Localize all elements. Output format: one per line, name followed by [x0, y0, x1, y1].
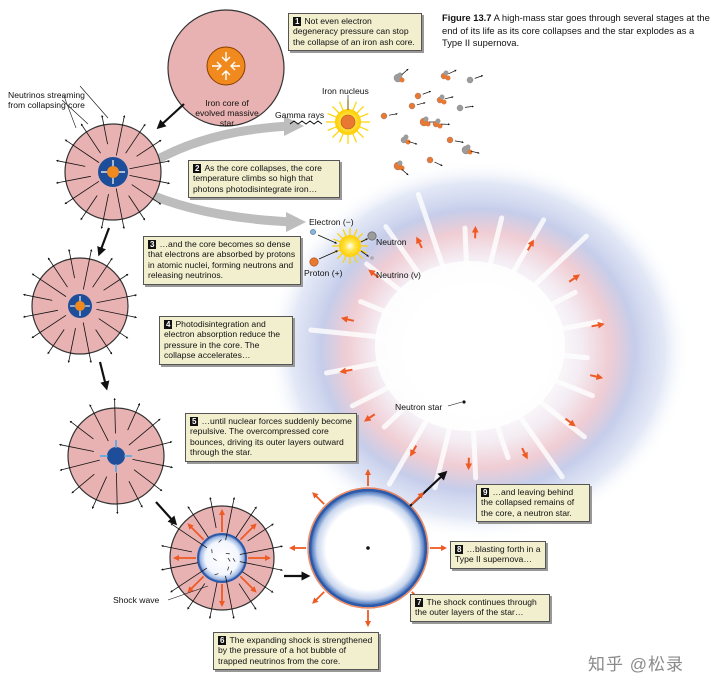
- step-9-number: 9: [481, 488, 489, 497]
- iron-nucleus-label: Iron nucleus: [322, 86, 369, 96]
- step-8-box: 8…blasting forth in a Type II supernova…: [450, 541, 546, 569]
- stage4-star: [68, 408, 164, 504]
- step-4-number: 4: [164, 320, 172, 329]
- step-1-text: Not even electron degeneracy pressure ca…: [293, 16, 415, 47]
- step-2-number: 2: [193, 164, 201, 173]
- step-8-number: 8: [455, 545, 463, 554]
- step-6-number: 6: [218, 636, 226, 645]
- stage3-star: [32, 258, 128, 354]
- step-7-number: 7: [415, 598, 423, 607]
- neutron-particle: [368, 232, 376, 240]
- gamma-rays-label: Gamma rays: [275, 110, 324, 120]
- step-7-text: The shock continues through the outer la…: [415, 597, 537, 617]
- step-1-number: 1: [293, 17, 301, 26]
- iron-fragments: [381, 69, 482, 174]
- step-5-text: …until nuclear forces suddenly become re…: [190, 416, 352, 457]
- neutron-star-label: Neutron star: [395, 402, 442, 412]
- step-3-text: …and the core becomes so dense that elec…: [148, 239, 295, 280]
- watermark: 知乎 @松录: [588, 650, 684, 675]
- figure-caption: Figure 13.7 A high-mass star goes throug…: [442, 12, 712, 50]
- step-8-text: …blasting forth in a Type II supernova…: [455, 544, 541, 564]
- electron-capture-sun: [332, 228, 368, 264]
- step-4-text: Photodisintegration and electron absorpt…: [164, 319, 280, 360]
- proton-label: Proton (+): [304, 268, 342, 278]
- shock-wave-label: Shock wave: [113, 595, 159, 605]
- step-6-text: The expanding shock is strengthened by t…: [218, 635, 372, 666]
- neutrinos-label: Neutrinos streaming from collapsing core: [8, 90, 86, 110]
- step-5-number: 5: [190, 417, 198, 426]
- neutron-label: Neutron: [376, 237, 407, 247]
- step-5-box: 5…until nuclear forces suddenly become r…: [185, 413, 357, 462]
- step-9-box: 9…and leaving behind the collapsed remai…: [476, 484, 590, 522]
- neutron-star-dot: [462, 400, 465, 403]
- proton-particle: [310, 258, 318, 266]
- step-2-text: As the core collapses, the core temperat…: [193, 163, 322, 194]
- figure-number: Figure 13.7: [442, 12, 492, 23]
- electron-label: Electron (−): [309, 217, 354, 227]
- neutrino-particle: [370, 256, 374, 260]
- neutrino-label: Neutrino (ν): [376, 270, 421, 280]
- electron-particle: [310, 229, 315, 234]
- iron-core-label: Iron core of evolved massive star: [192, 98, 262, 128]
- step-3-box: 3…and the core becomes so dense that ele…: [143, 236, 301, 285]
- step-9-text: …and leaving behind the collapsed remain…: [481, 487, 574, 518]
- step-3-number: 3: [148, 240, 156, 249]
- stage2-star: [65, 124, 161, 220]
